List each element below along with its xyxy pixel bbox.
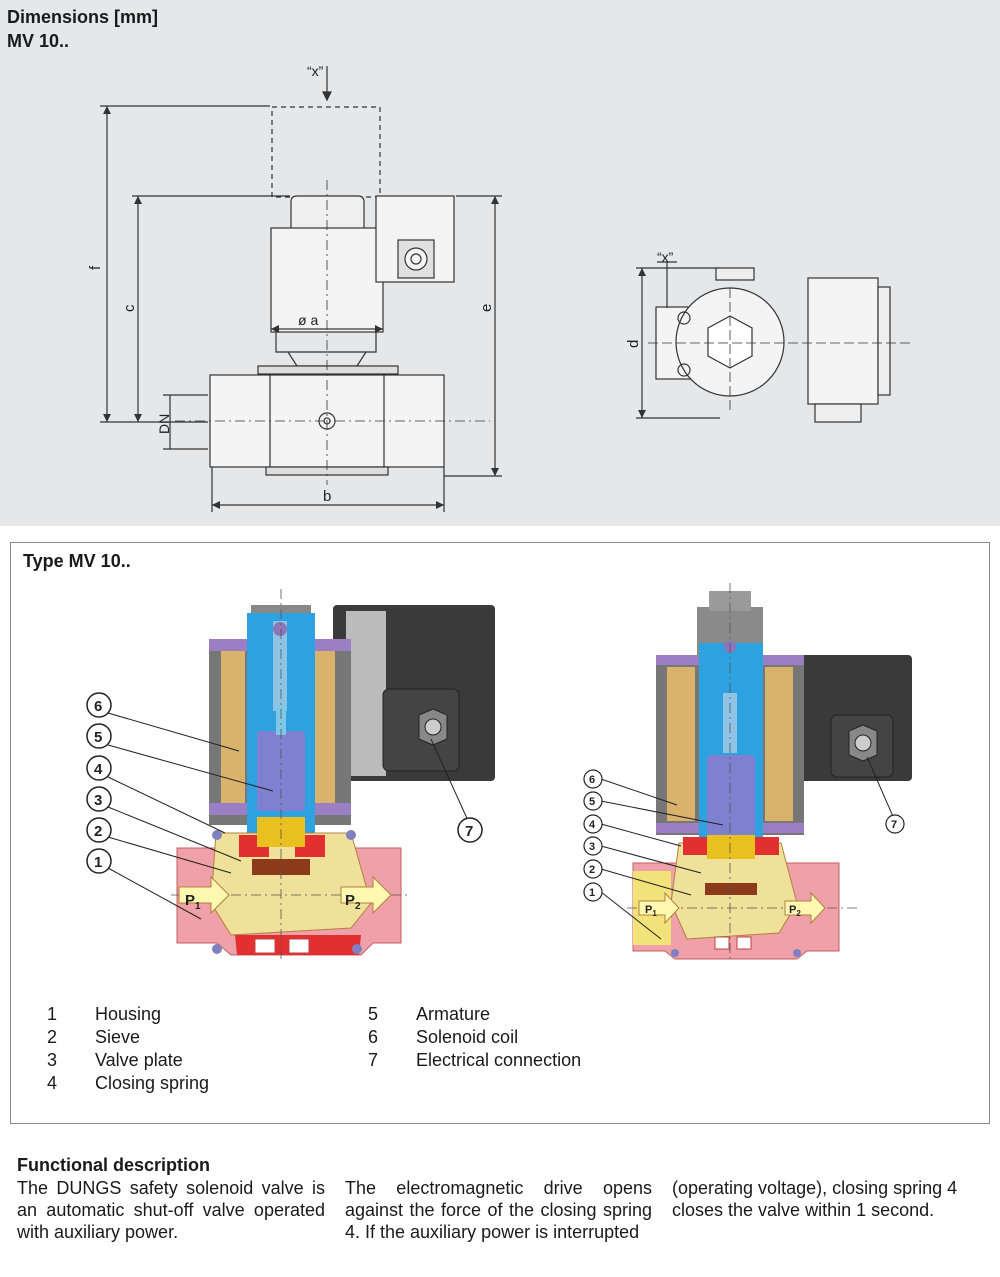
legend-item-1: 1 Housing [44,1003,209,1026]
dim-c: c [121,304,138,312]
legend-label: Housing [95,1004,162,1024]
dim-b: b [323,488,331,505]
legend-num: 7 [368,1050,379,1070]
cross-section-large [171,589,495,963]
p2-label-small: P2 [789,904,801,918]
legend-label: Armature [416,1004,491,1024]
legend-num: 3 [47,1050,58,1070]
callout-2: 2 [94,823,102,840]
callout-small-3: 3 [589,841,595,853]
dim-a: ø a [298,312,318,328]
legend-right: 5 Armature 6 Solenoid coil 7 Electrical con… [365,1003,581,1072]
p1-letter-small: P [645,904,652,916]
dim-f: f [87,265,104,270]
callouts-small: 6 5 4 3 2 1 7 [583,769,905,902]
type-section: Type MV 10.. [10,542,990,1124]
cross-section-small [627,583,912,963]
pressure-labels: P1 P2 P1 P2 [185,892,801,918]
dim-dn: DN [156,414,172,434]
legend-num: 2 [47,1027,58,1047]
legend-item-4: 4 Closing spring [44,1072,209,1095]
functional-text-col1: The DUNGS safety solenoid valve is an au… [17,1178,325,1242]
p2-letter: P [345,892,355,909]
dimensions-title: Dimensions [mm] [7,7,159,27]
view-marker-front: “x” [307,63,324,79]
legend-num: 6 [368,1027,379,1047]
p2-subscript-small: 2 [796,909,801,918]
cross-section-drawings: 6 5 4 3 2 1 7 6 5 4 3 2 1 [86,583,912,963]
dim-d: d [625,340,642,348]
dimension-drawing: “x” “x” f c e d DN b ø a [87,63,910,512]
p2-subscript: 2 [355,901,361,912]
legend-num: 1 [47,1004,58,1024]
p2-letter-small: P [789,904,796,916]
legend-label: Electrical connection [416,1050,582,1070]
legend-item-6: 6 Solenoid coil [365,1026,581,1049]
view-marker-side: “x” [657,249,674,265]
callout-small-7: 7 [891,819,897,831]
p1-label-small: P1 [645,904,657,918]
p1-label: P1 [185,892,201,912]
callout-7: 7 [465,823,473,840]
legend-num: 5 [368,1004,379,1024]
callouts-large: 6 5 4 3 2 1 7 [86,692,483,874]
legend-left: 1 Housing 2 Sieve 3 Valve plate 4 Closing sp… [44,1003,209,1095]
legend-item-2: 2 Sieve [44,1026,209,1049]
functional-title: Functional description [17,1155,211,1175]
legend-item-3: 3 Valve plate [44,1049,209,1072]
callout-5: 5 [94,729,102,746]
dimensions-panel: Dimensions [mm] MV 10.. [0,0,1000,526]
callout-small-4: 4 [589,819,596,831]
legend-item-5: 5 Armature [365,1003,581,1026]
p1-letter: P [185,892,195,909]
model-title: MV 10.. [7,31,70,51]
legend-num: 4 [47,1073,58,1093]
callout-small-2: 2 [589,864,595,876]
legend-label: Solenoid coil [416,1027,519,1047]
legend-label: Sieve [95,1027,141,1047]
legend-label: Valve plate [95,1050,183,1070]
type-title: Type MV 10.. [23,551,131,571]
legend-label: Closing spring [95,1073,210,1093]
callout-1: 1 [94,854,102,871]
legend-item-7: 7 Electrical connection [365,1049,581,1072]
callout-small-6: 6 [589,774,595,786]
p1-subscript-small: 1 [652,909,657,918]
p1-subscript: 1 [195,901,201,912]
functional-text-col2: The electromagnetic drive opens against … [345,1178,652,1242]
functional-text-col3: (operating voltage), closing spring 4 cl… [672,1178,958,1220]
dim-e: e [478,304,495,312]
callout-small-5: 5 [589,796,595,808]
callout-3: 3 [94,792,102,809]
p2-label: P2 [345,892,361,912]
callout-small-1: 1 [589,887,595,899]
callout-6: 6 [94,698,102,715]
callout-4: 4 [94,761,103,778]
